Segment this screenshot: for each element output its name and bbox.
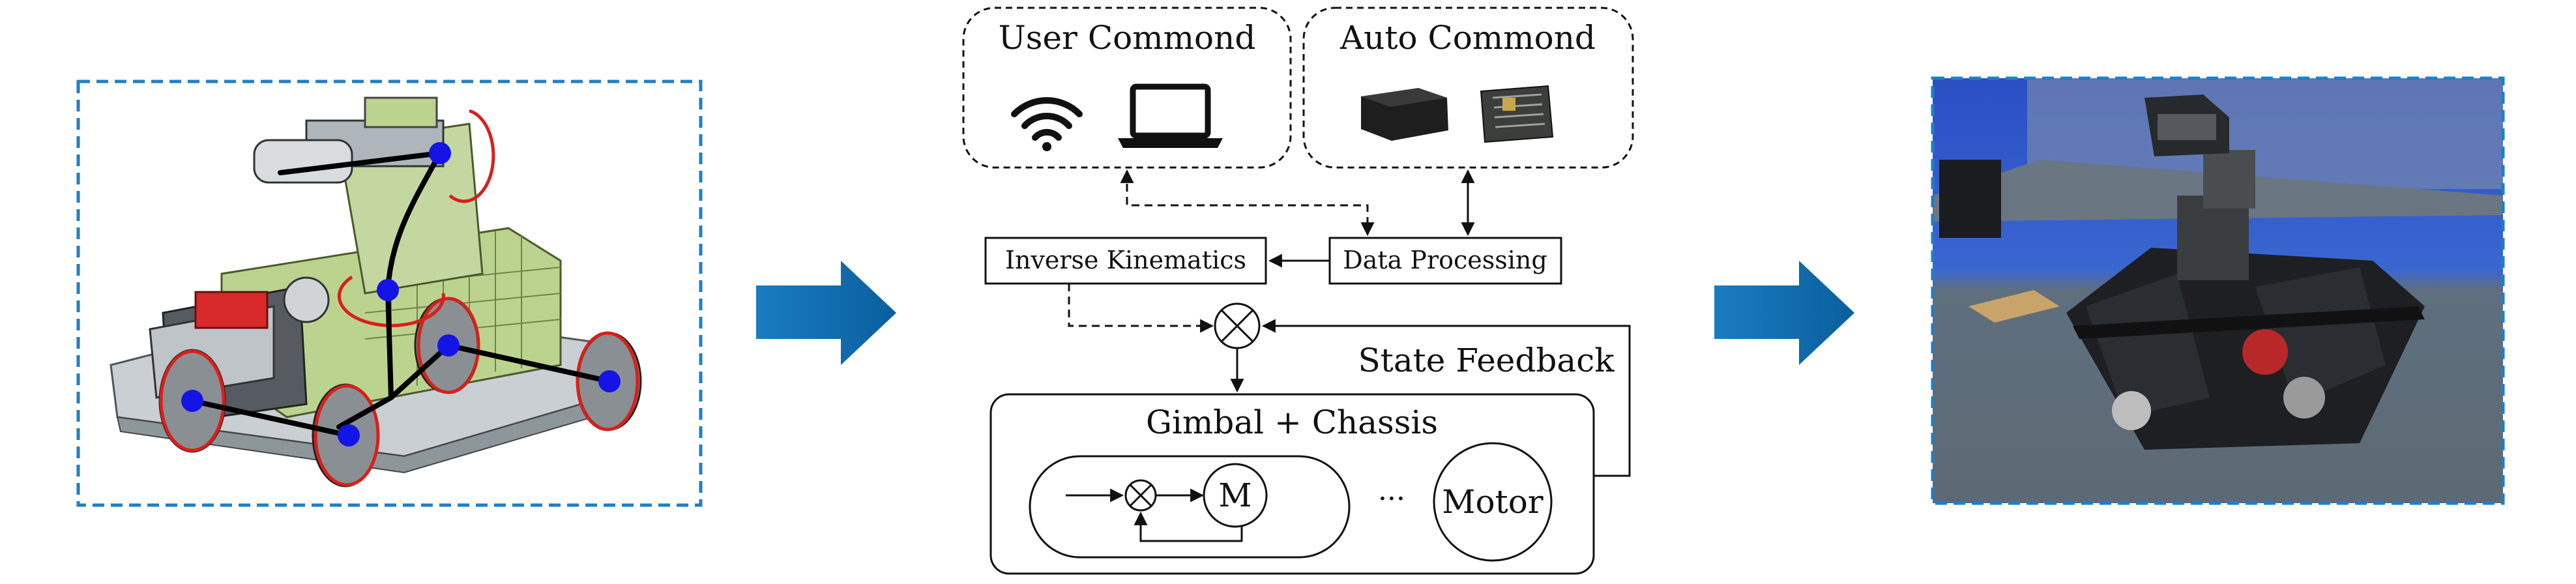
- summing-junction: [1214, 302, 1261, 349]
- data-processing-block: [1328, 237, 1562, 285]
- auto-command-group: [1302, 7, 1634, 169]
- data-processing-label: Data Processing: [1343, 246, 1547, 274]
- wifi-icon: [1011, 96, 1083, 151]
- flow-arrow-left: [756, 261, 896, 365]
- dashed-command-link: [1120, 169, 1375, 237]
- motor-loop-capsule: [1029, 455, 1351, 559]
- user-command-label: User Commond: [999, 19, 1256, 57]
- control-diagram: User Commond Auto Commond Da: [962, 7, 1634, 575]
- gimbal-chassis-label: Gimbal + Chassis: [1146, 403, 1438, 441]
- mini-pc-icon: [1361, 88, 1448, 141]
- kinematic-skeleton: [190, 151, 612, 438]
- robot-photo-panel: [1931, 76, 2505, 505]
- laptop-icon: [1118, 83, 1223, 148]
- compute-board-icon: [1480, 85, 1554, 143]
- motor-node: [1433, 442, 1553, 562]
- robot-photo-frame: [1931, 76, 2505, 505]
- state-feedback-link: [1261, 319, 1631, 477]
- inverse-kinematics-block: [984, 237, 1267, 285]
- inner-summing-junction: [1124, 479, 1157, 512]
- joint-marker: [181, 142, 621, 446]
- state-feedback-label: State Feedback: [1358, 342, 1615, 379]
- robot-cad-illustration: [110, 96, 642, 488]
- user-command-group: [962, 7, 1292, 169]
- inner-motor-label: M: [1218, 476, 1251, 514]
- robot-photo-subject: [2066, 95, 2425, 450]
- flow-arrow-right: [1714, 261, 1854, 365]
- inverse-kinematics-label: Inverse Kinematics: [1005, 246, 1246, 274]
- inner-motor-node: [1203, 463, 1268, 528]
- auto-command-label: Auto Commond: [1339, 19, 1596, 57]
- cad-model-panel: [76, 80, 703, 507]
- ik-to-sum-link: [1068, 284, 1214, 333]
- ellipsis-label: ···: [1378, 482, 1405, 516]
- motor-label: Motor: [1442, 483, 1543, 521]
- joint-rotation-ring: [159, 109, 639, 487]
